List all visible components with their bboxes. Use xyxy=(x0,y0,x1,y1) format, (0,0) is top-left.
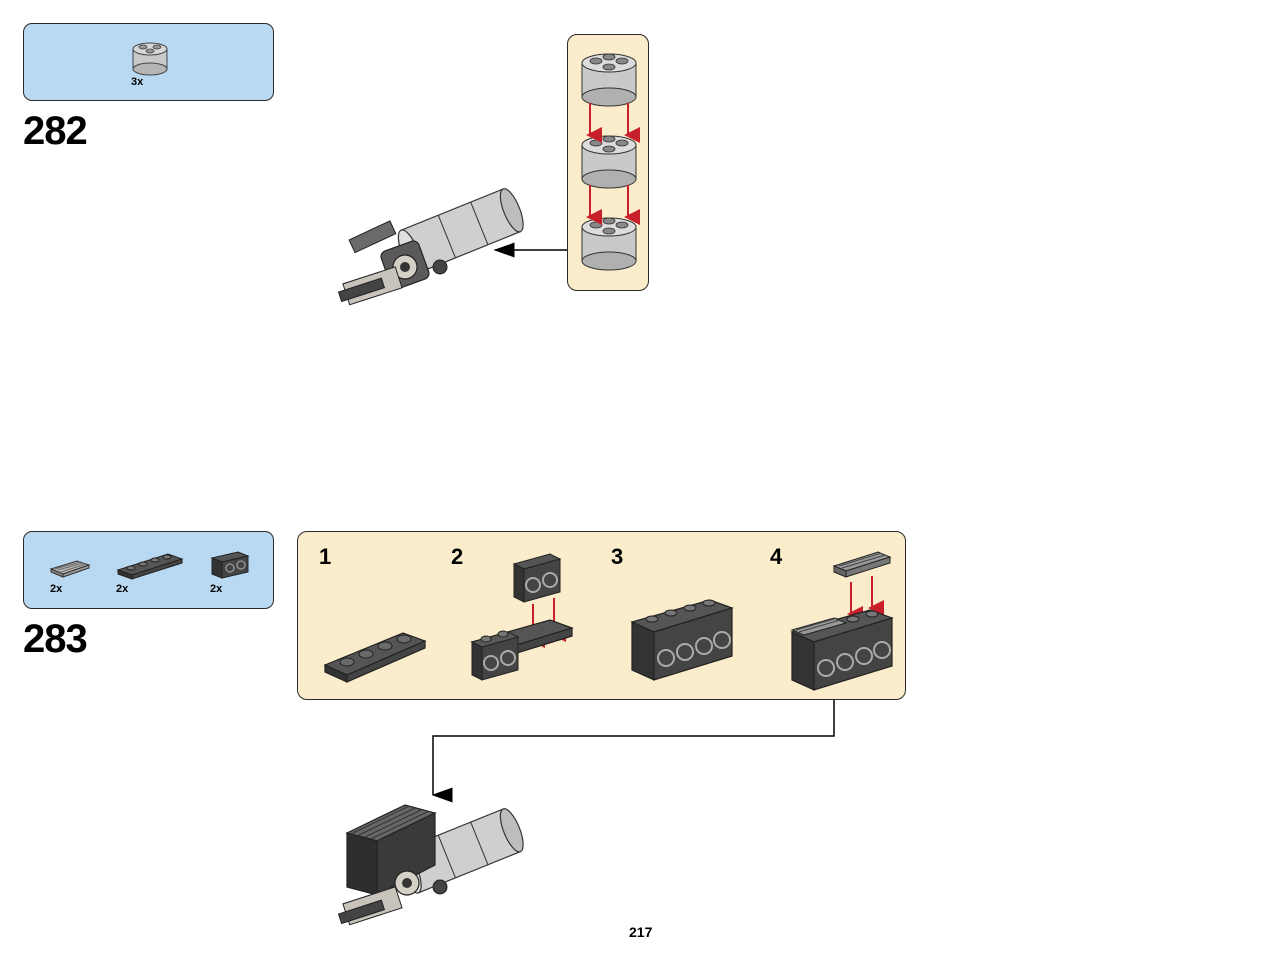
technic-brick-1x2-holes-icon xyxy=(210,551,250,579)
part-quantity: 2x xyxy=(210,583,223,595)
round-brick-2x2-icon xyxy=(132,42,168,76)
page-number: 217 xyxy=(629,924,653,940)
substep-number: 4 xyxy=(770,544,783,569)
substep-number: 3 xyxy=(611,544,624,569)
grille-tiles-onto-bricks-icon xyxy=(790,551,894,691)
technic-bricks-onto-plate-icon xyxy=(470,553,574,681)
plate-1x4-dark-gray-icon xyxy=(116,553,184,580)
technic-brick-row-icon xyxy=(630,599,734,681)
step-number-282: 282 xyxy=(23,109,88,153)
stack-of-three-round-bricks-icon xyxy=(581,53,640,271)
plate-1x4-icon xyxy=(323,632,427,683)
parts-list-282: 3x xyxy=(23,23,274,101)
assembly-step-282-icon xyxy=(337,188,524,306)
part-quantity: 2x xyxy=(50,583,63,595)
callout-box-282 xyxy=(567,34,649,291)
part-quantity: 3x xyxy=(131,76,144,88)
assembly-step-283-icon xyxy=(337,804,524,926)
sub-assembly-callout-283: 1 2 3 4 xyxy=(297,531,906,700)
parts-list-283: 2x 2x 2x xyxy=(23,531,274,609)
tile-grille-1x2-icon xyxy=(49,560,91,578)
part-quantity: 2x xyxy=(116,583,129,595)
substep-number: 2 xyxy=(451,544,464,569)
step-number-283: 283 xyxy=(23,617,88,661)
substep-number: 1 xyxy=(319,544,332,569)
